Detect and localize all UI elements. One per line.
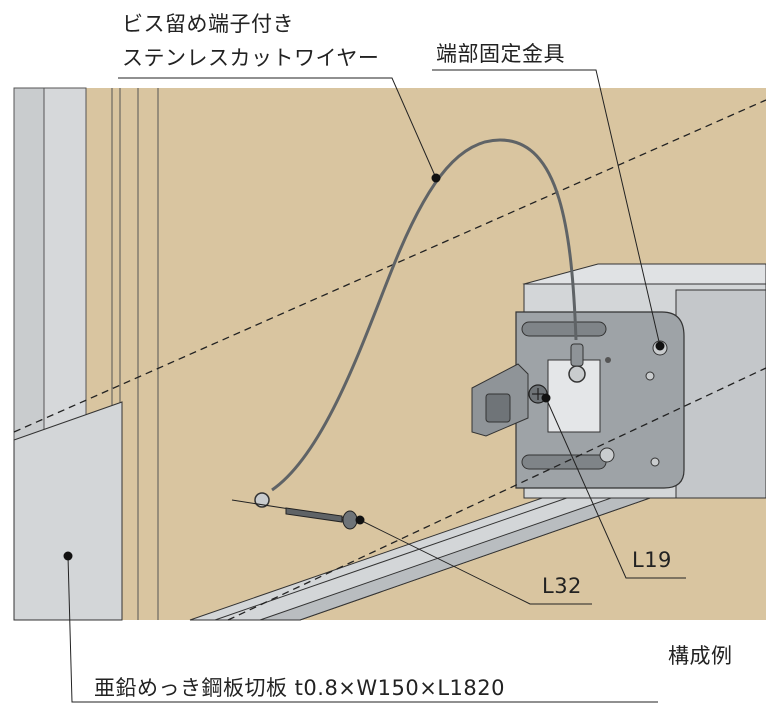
wire-terminal-right (568, 365, 586, 383)
plate-slot-bottom (521, 454, 607, 470)
plate-hole (605, 357, 611, 363)
label-plate: 亜鉛めっき鋼板切板 t0.8×W150×L1820 (94, 676, 505, 700)
clamp-slot (485, 393, 511, 423)
label-example: 構成例 (668, 644, 733, 668)
plate-screw-3 (645, 371, 655, 381)
plate-screw-4 (650, 457, 660, 467)
floor-rail-line (214, 482, 611, 621)
plate-screw-2 (599, 447, 615, 463)
leader-plate-dot (63, 551, 73, 561)
leader-end-bracket-dot (655, 341, 665, 351)
screw-l32-head (342, 510, 358, 530)
leader-l19 (545, 397, 686, 579)
leader-l32-dot (355, 515, 365, 525)
leader-l19-dot (541, 393, 551, 403)
steel-plate (13, 401, 123, 621)
leader-plate (67, 555, 658, 703)
label-l19: L19 (632, 548, 672, 572)
wire-terminal-left (254, 492, 270, 508)
leader-l32 (359, 519, 592, 605)
dashed-line-upper (13, 99, 766, 433)
label-wire-line1: ビス留め端子付き (122, 12, 294, 36)
leader-end-bracket (432, 69, 661, 347)
stainless-wire (271, 138, 578, 492)
label-wire-line2: ステンレスカットワイヤー (122, 46, 380, 70)
bracket-box-side (675, 289, 766, 499)
wire-terminal-sleeve (570, 343, 584, 367)
screw-l32 (285, 507, 343, 523)
leader-wire-dot (431, 173, 441, 183)
plate-slot-top (521, 321, 607, 337)
dashed-line-lower (227, 367, 766, 621)
leader-wire (118, 77, 437, 179)
label-l32: L32 (542, 574, 582, 598)
label-end-bracket: 端部固定金具 (436, 42, 565, 66)
